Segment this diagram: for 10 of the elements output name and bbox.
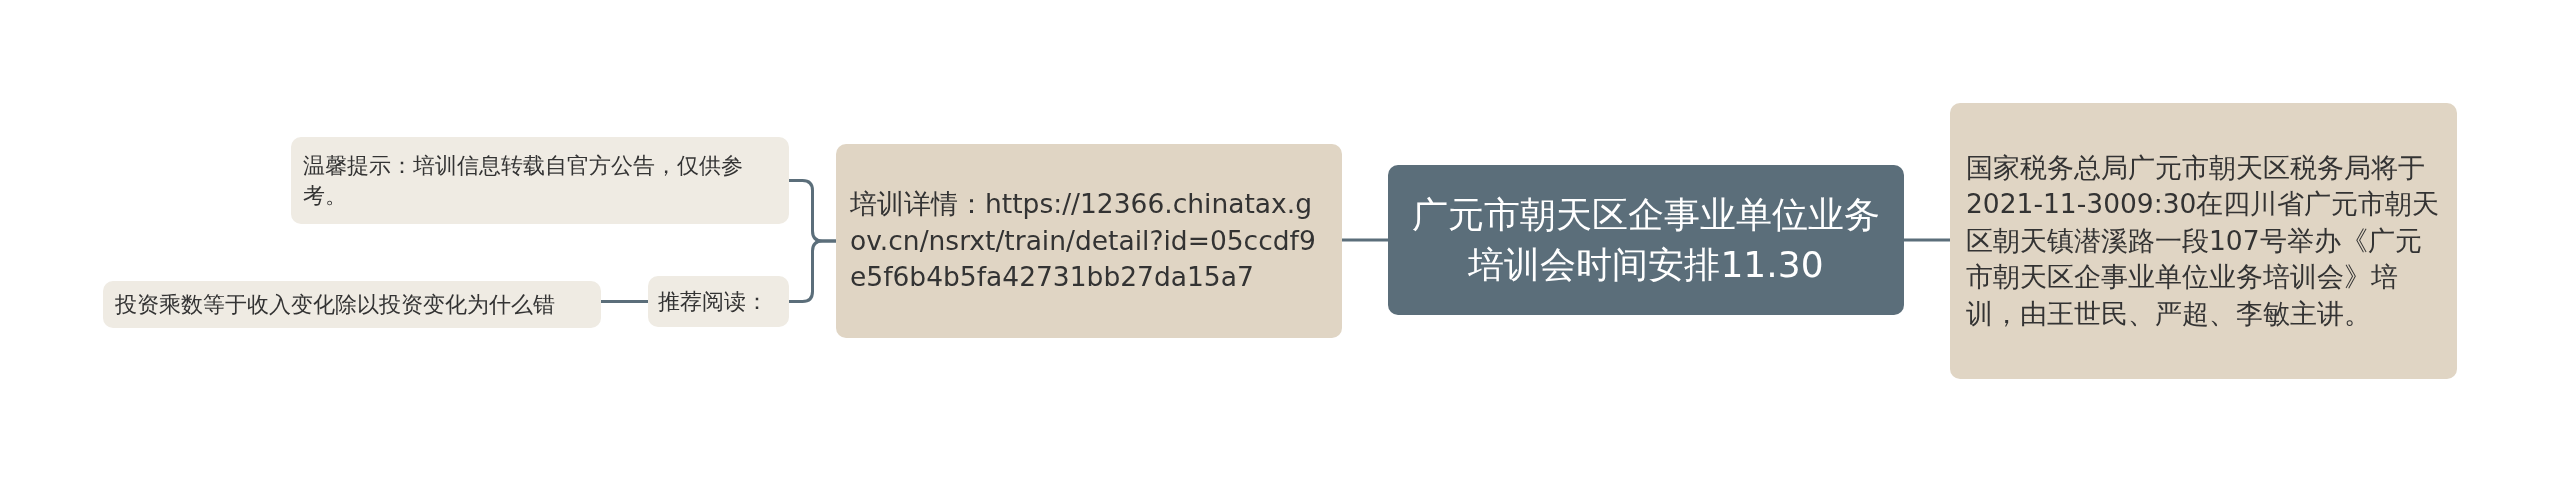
note-box: 推荐阅读： [648, 276, 789, 327]
note-box: 温馨提示：培训信息转载自官方公告，仅供参考。 [291, 137, 789, 224]
connector-line [1342, 238, 1388, 242]
topic-box: 广元市朝天区企事业单位业务培训会时间安排11.30 [1388, 165, 1904, 315]
connector-line [1904, 238, 1950, 242]
subtopic-box: 国家税务总局广元市朝天区税务局将于2021-11-3009:30在四川省广元市朝天区朝天镇潜溪路一段107号举办《广元市朝天区企事业单位业务培训会》培训，由王世民、严超、李敏主讲。 [1950, 103, 2457, 379]
connector-line [601, 300, 648, 303]
note-box: 投资乘数等于收入变化除以投资变化为什么错 [103, 281, 601, 328]
subtopic-box: 培训详情：https://12366.chinatax.gov.cn/nsrxt/train/detail?id=05ccdf9e5f6b4b5fa42731bb27da15a7 [836, 144, 1342, 338]
connector-line [789, 239, 836, 303]
